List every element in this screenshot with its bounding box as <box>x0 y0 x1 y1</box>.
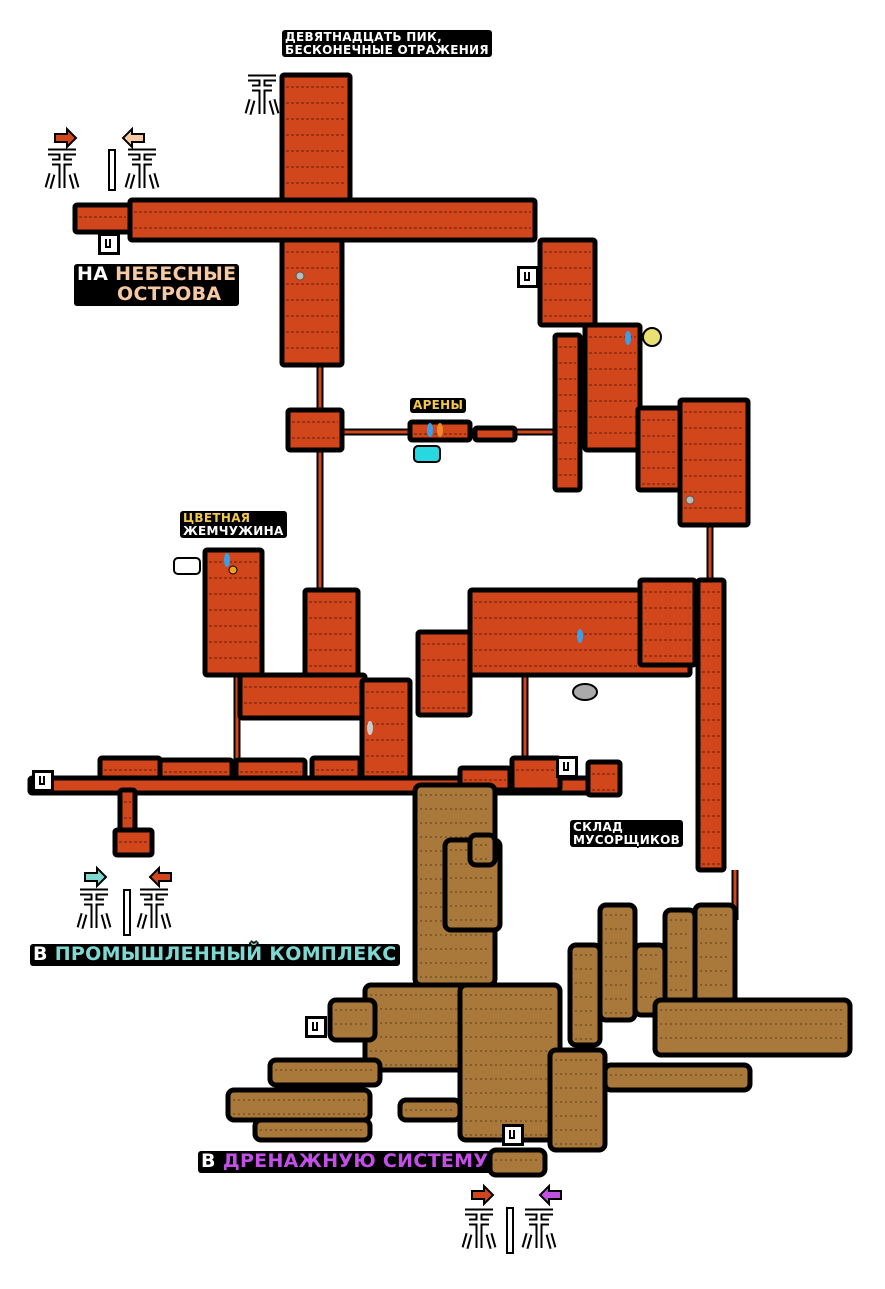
cave-room <box>252 1117 373 1143</box>
label-prefix: В <box>201 1150 216 1172</box>
room <box>552 332 583 493</box>
label-colored-pearl: ЦВЕТНАЯ ЖЕМЧУЖИНА <box>180 511 287 539</box>
marker-icon <box>625 331 631 345</box>
label-line: ЖЕМЧУЖИНА <box>183 523 284 538</box>
room <box>537 237 598 328</box>
label-highlight: ПРОМЫШЛЕННЫЙ КОМПЛЕКС <box>54 943 397 965</box>
gate-icon[interactable] <box>32 770 54 792</box>
room <box>237 672 368 721</box>
spider-icon <box>572 683 598 701</box>
label-prefix: В <box>33 943 48 965</box>
arrow-left-icon <box>538 1183 562 1207</box>
room <box>279 237 345 368</box>
room <box>695 577 727 873</box>
label-prefix: НА <box>77 263 109 285</box>
karma-glyph-icon <box>523 1210 555 1249</box>
label-drainage: В ДРЕНАЖНУЮ СИСТЕМУ <box>198 1150 492 1173</box>
karma-glyph-icon <box>46 150 78 189</box>
gate-divider-icon <box>506 1207 514 1254</box>
label-highlight: ЦВЕТНАЯ <box>183 511 251 525</box>
cave-room <box>652 997 853 1058</box>
item-icon <box>685 495 695 505</box>
label-nineteen-peaks: ДЕВЯТНАДЦАТЬ ПИК, БЕСКОНЕЧНЫЕ ОТРАЖЕНИЯ <box>282 30 492 58</box>
cave-room <box>457 982 563 1143</box>
label-highlight: ОСТРОВА <box>117 282 222 305</box>
gate-icon[interactable] <box>517 266 539 288</box>
label-line: ДЕВЯТНАДЦАТЬ ПИК, <box>285 30 442 44</box>
karma-glyph-icon <box>78 890 110 929</box>
room <box>72 202 133 235</box>
label-line: СКЛАД <box>573 820 624 834</box>
cave-room <box>597 902 638 1023</box>
karma-glyph-icon <box>126 150 158 189</box>
marker-icon <box>427 423 433 437</box>
arrow-left-icon <box>121 126 145 150</box>
room <box>509 755 563 793</box>
room <box>117 787 138 833</box>
label-line: БЕСКОНЕЧНЫЕ ОТРАЖЕНИЯ <box>285 42 489 57</box>
cave-room <box>602 1062 753 1093</box>
marker-icon <box>224 553 230 567</box>
room <box>677 397 751 528</box>
marker-icon <box>437 423 443 437</box>
room <box>582 322 643 453</box>
label-scavenger-depot: СКЛАД МУСОРЩИКОВ <box>570 820 684 848</box>
room <box>415 629 473 718</box>
karma-glyph-icon <box>246 76 278 115</box>
room <box>637 577 698 668</box>
room <box>585 759 623 798</box>
lizard-icon <box>413 445 441 463</box>
label-highlight: ДРЕНАЖНУЮ СИСТЕМУ <box>222 1150 489 1172</box>
scavenger-icon <box>173 557 201 575</box>
gate-divider-icon <box>108 149 116 191</box>
room <box>472 425 518 443</box>
gate-icon[interactable] <box>556 756 578 778</box>
arrow-right-icon <box>54 126 78 150</box>
cave-room <box>567 942 603 1048</box>
label-highlight: НЕБЕСНЫЕ <box>115 263 237 285</box>
cave-room <box>267 1057 383 1088</box>
arrow-right-icon <box>471 1183 495 1207</box>
gate-icon[interactable] <box>502 1124 524 1146</box>
arrow-right-icon <box>84 865 108 889</box>
karma-glyph-icon <box>463 1210 495 1249</box>
marker-icon <box>577 629 583 643</box>
room <box>285 407 345 453</box>
cave-room <box>327 997 378 1043</box>
skull-icon <box>642 327 662 347</box>
pearl-icon <box>228 565 238 575</box>
label-line: МУСОРЩИКОВ <box>573 832 681 847</box>
room <box>202 547 265 678</box>
item-icon <box>295 271 305 281</box>
gate-icon[interactable] <box>305 1016 327 1038</box>
label-industrial: В ПРОМЫШЛЕННЫЙ КОМПЛЕКС <box>30 944 400 966</box>
cave-room <box>225 1087 373 1123</box>
cave-room <box>467 832 498 868</box>
karma-glyph-icon <box>138 890 170 929</box>
gate-divider-icon <box>123 889 131 936</box>
marker-icon <box>367 721 373 735</box>
arrow-left-icon <box>148 865 172 889</box>
room <box>112 827 155 858</box>
room <box>279 72 353 208</box>
label-arenas: АРЕНЫ <box>410 398 467 413</box>
room <box>127 197 538 243</box>
cave-room <box>547 1047 608 1153</box>
label-sky-islands: НА НЕБЕСНЫЕ ОСТРОВА <box>74 263 240 306</box>
gate-icon[interactable] <box>98 233 120 255</box>
cave-room <box>487 1147 548 1178</box>
